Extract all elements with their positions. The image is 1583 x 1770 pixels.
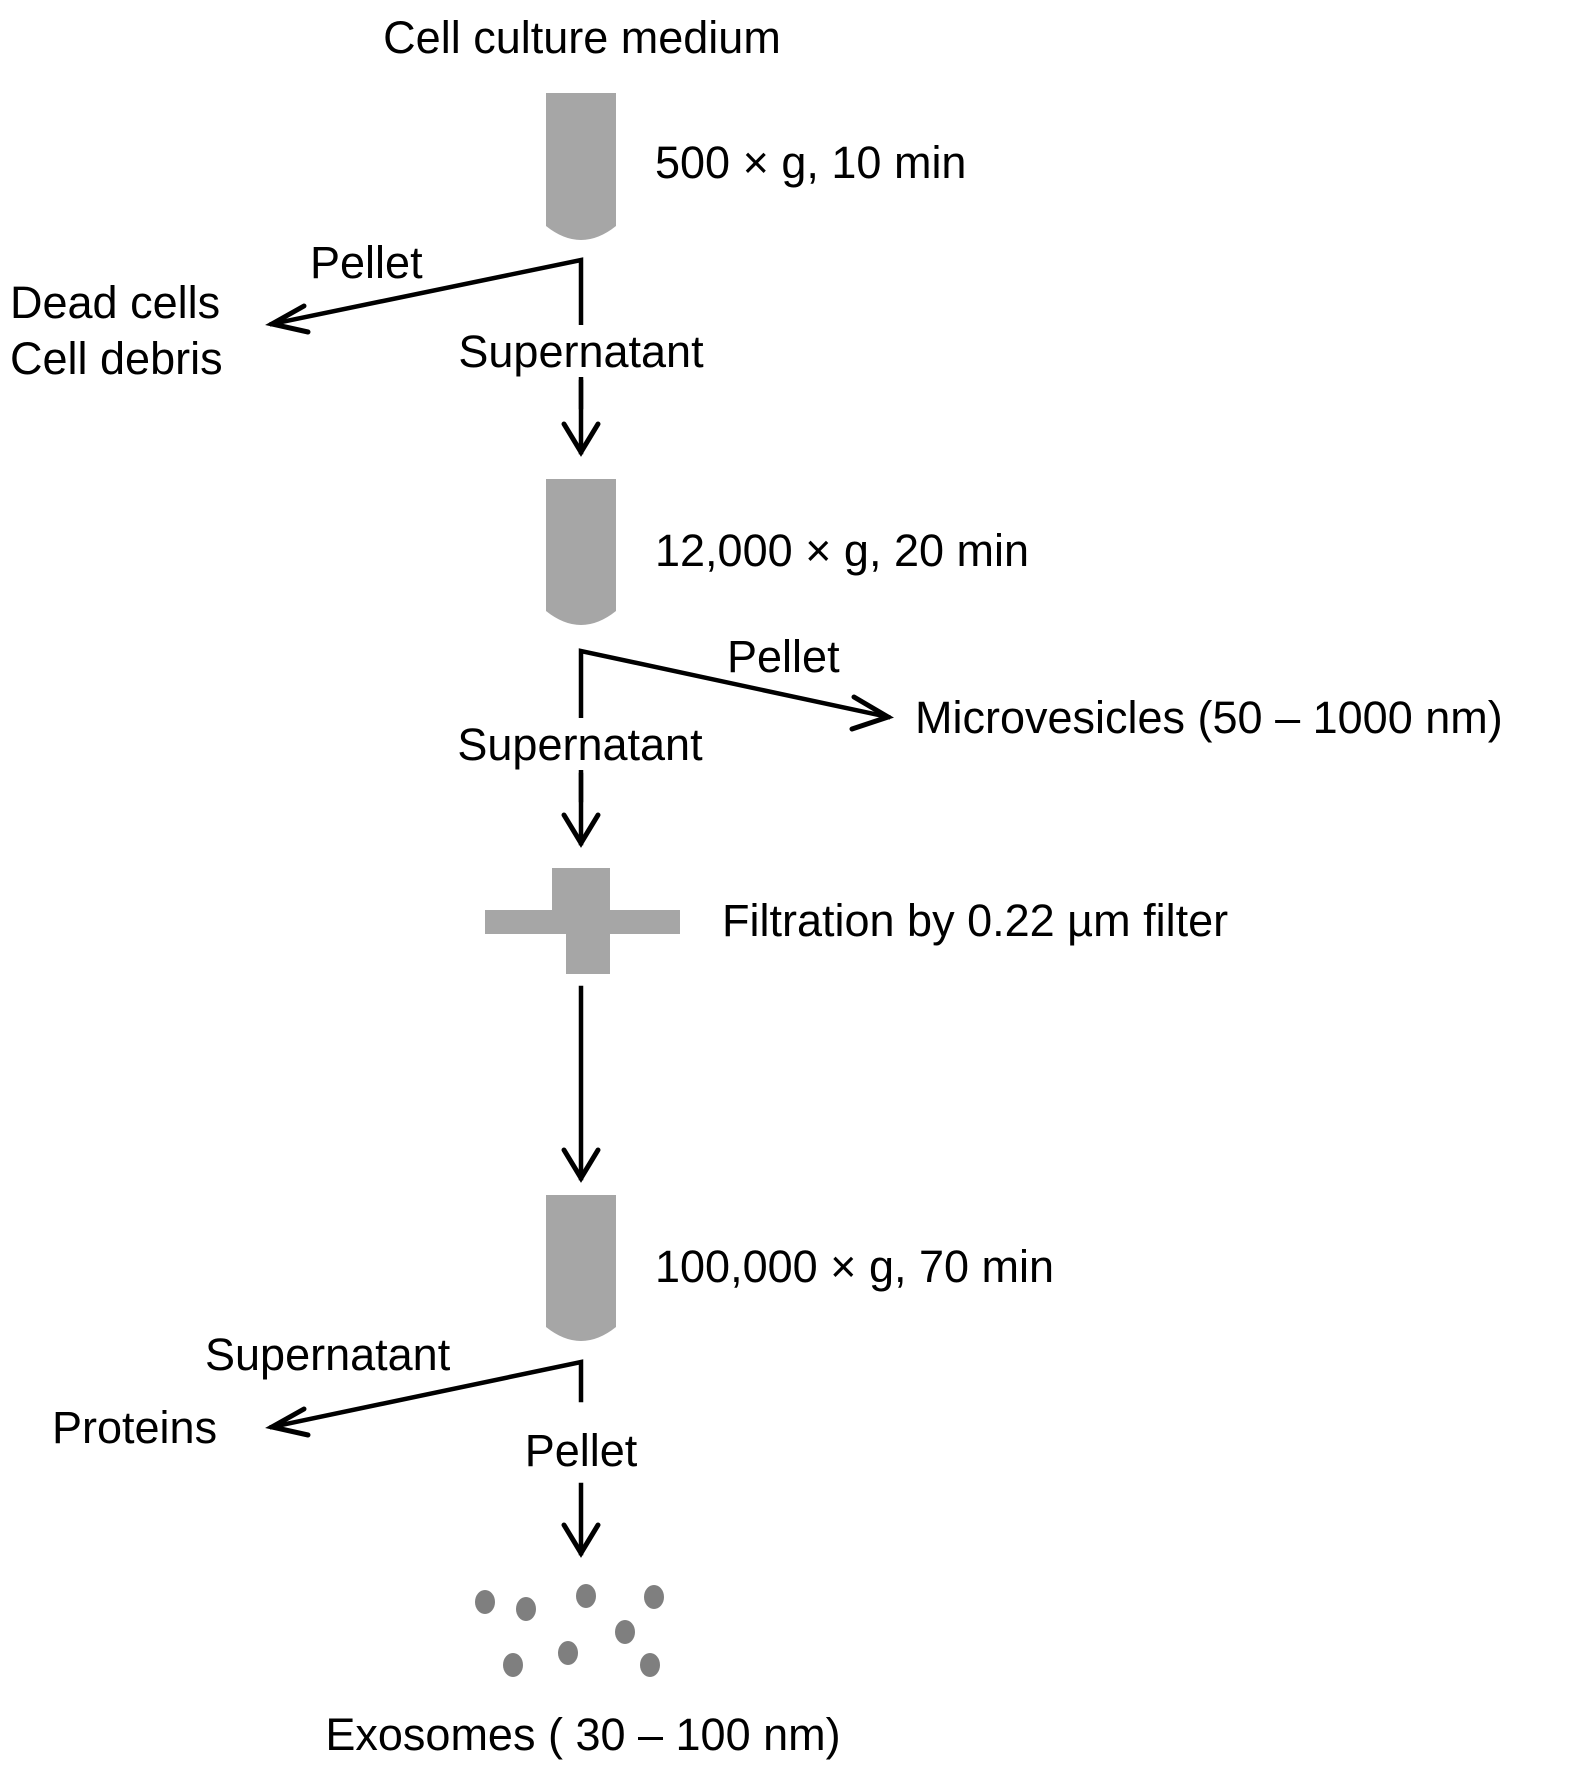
step-3-condition: Filtration by 0.22 µm filter [722, 895, 1228, 946]
centrifuge-tube-icon [546, 479, 616, 625]
final-product-label: Exosomes ( 30 – 100 nm) [325, 1709, 840, 1760]
branch-1-down-label: Supernatant [458, 326, 704, 377]
exosome-particle-icon [516, 1597, 536, 1621]
supernatant-label-bg [448, 325, 718, 377]
pellet-arrow-head [561, 1522, 601, 1558]
supernatant-arrow-head [265, 1406, 311, 1438]
branch-2-product: Microvesicles (50 – 1000 nm) [915, 692, 1503, 743]
branch-4-product: Proteins [52, 1402, 217, 1453]
exosome-particle-icon [576, 1584, 596, 1608]
supernatant-arrow-head [561, 421, 601, 457]
exosome-particle-icon [558, 1641, 578, 1665]
branch-1-product-line1: Dead cells [10, 277, 220, 328]
pellet-arrow-head [849, 694, 895, 732]
centrifuge-tube-icon [546, 1195, 616, 1341]
step-2-condition: 12,000 × g, 20 min [655, 525, 1029, 576]
branch-4-down-label: Pellet [525, 1425, 638, 1476]
filtrate-arrow [561, 985, 601, 1183]
filtrate-arrow-head [561, 1147, 601, 1183]
start-label: Cell culture medium [383, 12, 781, 63]
exosome-particle-icon [615, 1620, 635, 1644]
exosome-particle-icon [644, 1585, 664, 1609]
step-4-condition: 100,000 × g, 70 min [655, 1241, 1054, 1292]
centrifuge-tube-icon [546, 93, 616, 240]
branch-1-product-line2: Cell debris [10, 333, 223, 384]
syringe-filter-icon [485, 868, 680, 974]
pellet-arrow-head [265, 303, 311, 335]
exosome-particle-icon [503, 1653, 523, 1677]
exosome-particle-icon [640, 1653, 660, 1677]
branch-2-down-label: Supernatant [457, 719, 703, 770]
supernatant-label-bg [444, 718, 718, 770]
exosome-particle-icon [475, 1590, 495, 1614]
supernatant-arrow-head [561, 812, 601, 848]
branch-2-side-label: Pellet [727, 631, 840, 682]
branch-4-side-label: Supernatant [205, 1329, 451, 1380]
exosome-particles [475, 1584, 664, 1677]
branch-1-side-label: Pellet [310, 237, 423, 288]
supernatant-arrow-line [269, 1359, 584, 1430]
branch-4-arrows [265, 1359, 601, 1558]
step-1-condition: 500 × g, 10 min [655, 137, 966, 188]
